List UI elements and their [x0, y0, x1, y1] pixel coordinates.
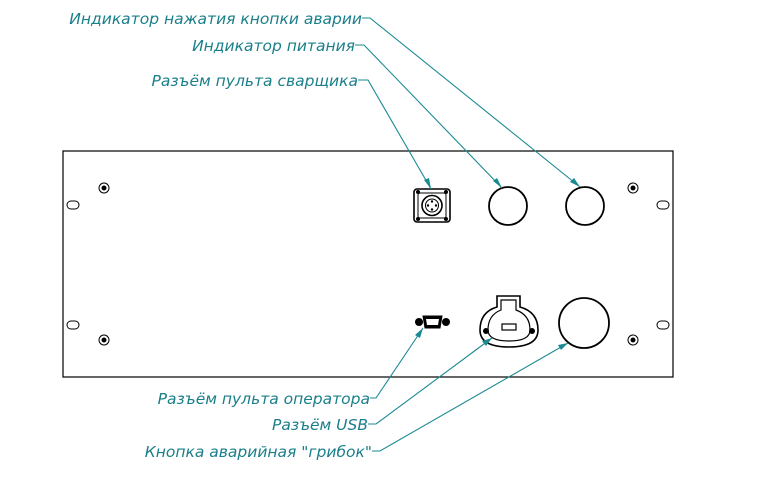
mounting-slot-top-right — [656, 200, 670, 210]
label-welder-remote-connector: Разъём пульта сварщика — [151, 72, 358, 90]
label-emergency-mushroom-button: Кнопка аварийная "грибок" — [145, 443, 372, 461]
leader-line-emergency-indicator — [362, 17, 581, 188]
leader-line-welder-remote — [358, 79, 432, 190]
mounting-slot-bottom-right — [656, 320, 670, 330]
mounting-slot-bottom-left — [66, 320, 80, 330]
operator-remote-connector — [415, 315, 450, 329]
screw-top-right — [627, 182, 639, 194]
label-usb-connector: Разъём USB — [272, 416, 368, 434]
emergency-mushroom-button — [558, 297, 610, 349]
leader-line-operator-remote — [370, 327, 424, 399]
usb-connector — [479, 295, 539, 348]
leader-line-mushroom-button — [372, 342, 569, 452]
emergency-press-indicator — [565, 186, 605, 226]
screw-bottom-left — [98, 334, 110, 346]
leader-line-usb — [368, 337, 493, 425]
label-power-indicator: Индикатор питания — [192, 37, 355, 55]
screw-top-left — [98, 182, 110, 194]
front-panel — [62, 150, 674, 378]
power-indicator — [488, 186, 528, 226]
label-emergency-indicator: Индикатор нажатия кнопки аварии — [69, 10, 362, 28]
mounting-slot-top-left — [66, 200, 80, 210]
label-operator-remote-connector: Разъём пульта оператора — [158, 390, 370, 408]
screw-bottom-right — [627, 334, 639, 346]
leader-line-power-indicator — [355, 44, 503, 189]
welder-remote-connector — [413, 188, 451, 223]
